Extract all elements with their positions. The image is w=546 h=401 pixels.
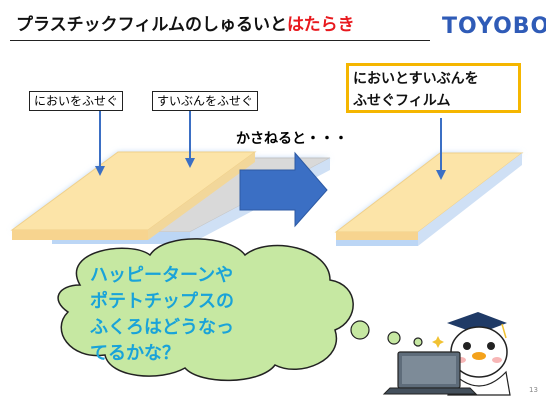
odor-barrier-film bbox=[10, 151, 257, 240]
toyobo-logo: TOYOBO bbox=[442, 14, 546, 39]
odor-film-label: においをふせぐ bbox=[29, 91, 124, 111]
overlap-caption: かさねると・・・ bbox=[236, 131, 348, 147]
title-underline bbox=[10, 40, 430, 41]
bubble-line-4: てるかな？ bbox=[90, 343, 180, 364]
title-main-text: プラスチックフィルムのしゅるいと bbox=[16, 15, 287, 35]
water-film-label: すいぶんをふせぐ bbox=[152, 91, 259, 111]
combined-film bbox=[334, 152, 524, 246]
bubble-question: ハッピーターンや ポテトチップスの ふくろはどうなっ てるかな？ bbox=[90, 263, 234, 367]
page-number: 13 bbox=[529, 386, 538, 394]
slide-title: プラスチックフィルムのしゅるいとはたらき bbox=[16, 14, 431, 42]
result-line-2: ふせぐフィルム bbox=[353, 93, 451, 109]
bubble-line-1: ハッピーターンや bbox=[90, 265, 234, 286]
bubble-line-2: ポテトチップスの bbox=[90, 291, 234, 312]
transform-arrow bbox=[239, 151, 328, 228]
title-accent-text: はたらき bbox=[286, 15, 355, 35]
laptop bbox=[382, 351, 478, 395]
label-arrow-result bbox=[436, 118, 446, 180]
bubble-line-3: ふくろはどうなっ bbox=[90, 317, 234, 338]
thought-bubble bbox=[57, 238, 423, 382]
result-film-label: においとすいぶんを ふせぐフィルム bbox=[346, 63, 521, 113]
result-line-1: においとすいぶんを bbox=[353, 71, 479, 87]
label-arrow-odor bbox=[95, 110, 105, 176]
label-arrow-water bbox=[185, 110, 195, 168]
